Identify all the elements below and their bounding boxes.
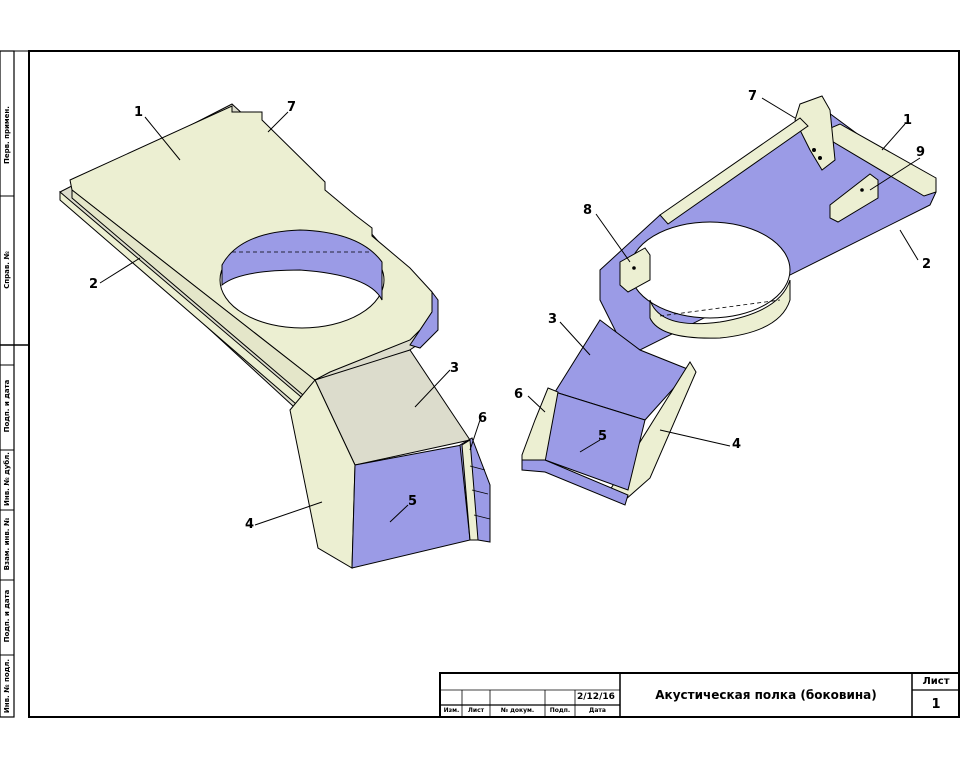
side-strip: [0, 50, 15, 718]
side-label-sign-date-1: Подп. и дата: [3, 379, 11, 433]
callout-right-6: 6: [514, 387, 523, 402]
drawing-title: Акустическая полка (боковина): [655, 688, 877, 702]
col-sign: Подп.: [549, 707, 571, 714]
callout-left-6: 6: [478, 411, 487, 426]
callout-left-1: 1: [134, 105, 143, 120]
side-label-ref-no: Справ. №: [3, 251, 11, 289]
callout-right-7: 7: [748, 89, 757, 104]
callout-right-2: 2: [922, 257, 931, 272]
title-block-date: 2/12/16: [577, 692, 615, 702]
right-part-view: [521, 95, 937, 506]
callout-left-5: 5: [408, 494, 417, 509]
callout-right-8: 8: [583, 203, 592, 218]
callout-right-5: 5: [598, 429, 607, 444]
col-change: Изм.: [443, 707, 460, 714]
left-part-view: [59, 103, 491, 569]
col-doc-no: № докум.: [500, 707, 535, 714]
side-label-orig-inv: Инв. № подл.: [3, 658, 11, 714]
callout-left-2: 2: [89, 277, 98, 292]
callout-right-9: 9: [916, 145, 925, 160]
col-sheet: Лист: [467, 707, 485, 714]
sheet-number: 1: [931, 697, 941, 712]
side-label-replace-inv: Взам. инв. №: [3, 517, 11, 571]
title-block: [439, 672, 960, 718]
callout-right-1: 1: [903, 113, 912, 128]
callout-right-4: 4: [732, 437, 741, 452]
col-date: Дата: [589, 707, 606, 714]
callout-left-4: 4: [245, 517, 254, 532]
callout-left-3: 3: [450, 361, 459, 376]
callout-right-3: 3: [548, 312, 557, 327]
side-label-first-use: Перв. примен.: [3, 106, 11, 164]
callout-left-7: 7: [287, 100, 296, 115]
sheet-label: Лист: [922, 676, 950, 687]
